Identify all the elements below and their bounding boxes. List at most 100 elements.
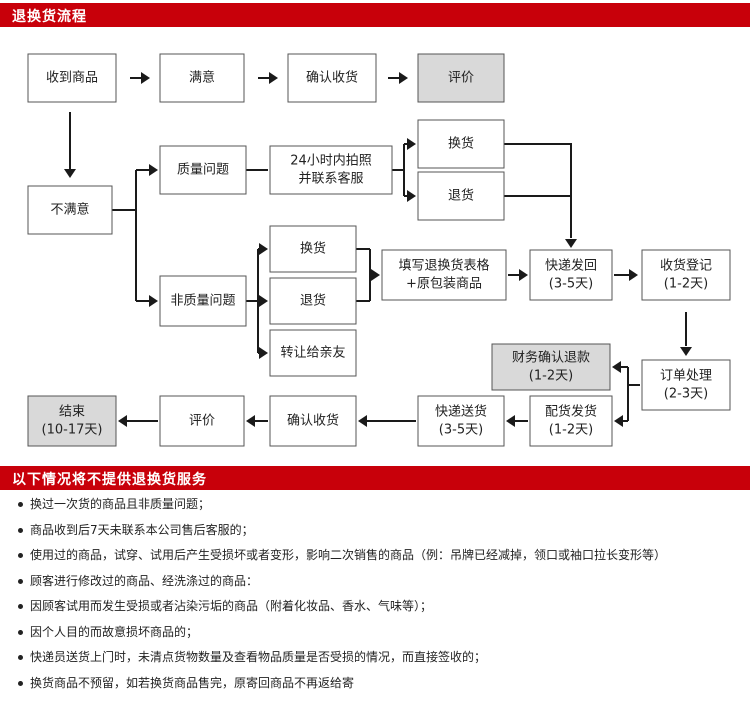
flow-node-box [159,145,247,195]
exclusion-rule: 因顾客试用而发生受损或者沾染污垢的商品（附着化妆品、香水、气味等）； [14,594,666,620]
flow-node-review1: 评价 [417,53,505,103]
flow-node-label: 订单处理 [660,369,712,384]
flow-node-confirm2: 确认收货 [269,395,357,447]
flow-node-box [417,395,505,447]
arrow-left-head [358,415,367,427]
flow-node-label: 确认收货 [306,70,358,86]
arrow-right-head [149,164,158,176]
flow-node-label: 不满意 [50,202,89,218]
return-exchange-flowchart: 收到商品满意确认收货评价不满意质量问题24小时内拍照并联系客服换货退货非质量问题… [27,53,731,447]
flow-node-label: 配货发货 [545,404,597,420]
arrow-right-head [259,243,268,255]
flow-node-box [27,395,117,447]
arrow-right-head [141,72,150,84]
flow-node-register: 收货登记 (1-2天) [641,249,731,301]
flow-node-label: (1-2天) [549,423,593,438]
flow-node-label: 转让给亲友 [280,345,345,361]
flow-node-label: 非质量问题 [170,294,235,309]
flow-node-label: 换货 [300,241,326,257]
flow-node-box [159,53,245,103]
flow-node-deliver: 快递送货 (3-5天) [417,395,505,447]
arrow-left-head [246,415,255,427]
flow-connectors [64,72,692,427]
flow-node-label: 质量问题 [177,163,229,178]
exclusion-rule: 顾客进行修改过的商品、经洗涤过的商品： [14,569,666,595]
flow-node-receive: 收到商品 [27,53,117,103]
exclusions-title: 以下情况将不提供退换货服务 [12,472,207,488]
process-title-banner: 退换货流程 [0,3,750,27]
flow-node-box [529,249,613,301]
flow-node-transfer: 转让给亲友 [269,329,357,377]
arrow-left-head [506,415,515,427]
flow-node-label: 退货 [448,188,474,204]
exclusions-title-banner: 以下情况将不提供退换货服务 [0,466,750,490]
flow-nodes: 收到商品满意确认收货评价不满意质量问题24小时内拍照并联系客服换货退货非质量问题… [27,53,731,447]
exclusion-rule: 快递员送货上门时，未清点货物数量及查看物品质量是否受损的情况，而直接签收的； [14,645,666,671]
arrow-left-head [614,415,623,427]
flow-node-box [529,395,613,447]
flow-node-label: (10-17天) [42,423,103,438]
flow-node-label: (1-2天) [664,277,708,292]
exclusion-rule: 使用过的商品，试穿、试用后产生受损坏或者变形，影响二次销售的商品（例：吊牌已经减… [14,543,666,569]
flow-node-box [269,277,357,325]
flow-node-box [269,329,357,377]
flow-node-box [417,119,505,169]
flow-node-return2: 退货 [269,277,357,325]
flow-node-label: 评价 [448,71,474,86]
flow-node-box [417,53,505,103]
flow-node-refund: 财务确认退款 (1-2天) [491,343,611,391]
arrow-down-head [680,347,692,356]
flow-node-label: (2-3天) [664,387,708,402]
process-title: 退换货流程 [12,9,87,25]
exclusion-rule: 换过一次货的商品且非质量问题； [14,492,666,518]
flow-node-label: +原包装商品 [406,277,482,292]
arrow-right-head [269,72,278,84]
flow-node-label: 确认收货 [287,413,339,429]
flow-node-fillform: 填写退换货表格 +原包装商品 [381,249,507,301]
arrow-right-head [629,269,638,281]
flow-node-box [641,249,731,301]
flow-node-label: 24小时内拍照 [290,153,372,169]
flow-node-label: (3-5天) [439,423,483,438]
flow-node-box [27,185,113,235]
exclusion-rules-list: 换过一次货的商品且非质量问题；商品收到后7天未联系本公司售后客服的；使用过的商品… [14,492,666,696]
flow-node-label: 快递送货 [435,404,487,420]
flow-node-review2: 评价 [159,395,245,447]
exclusion-rule: 换货商品不预留，如若换货商品售完，原寄回商品不再返给寄 [14,671,666,697]
flow-node-label: 结束 [59,405,85,420]
flow-node-label: 填写退换货表格 [398,258,489,274]
flow-node-box [269,225,357,273]
flow-node-label: 评价 [189,414,215,429]
flow-node-label: 收货登记 [660,258,712,274]
flow-node-confirm1: 确认收货 [287,53,377,103]
arrow-right-head [399,72,408,84]
arrow-left-head [612,361,621,373]
arrow-down-head [565,239,577,248]
flow-node-box [417,171,505,221]
flow-node-prepare: 配货发货 (1-2天) [529,395,613,447]
flow-node-exchange2: 换货 [269,225,357,273]
flow-node-box [381,249,507,301]
flow-node-order: 订单处理 (2-3天) [641,359,731,411]
arrow-right-head [259,295,268,307]
arrow-right-head [149,295,158,307]
flow-node-return1: 退货 [417,171,505,221]
flow-node-box [287,53,377,103]
arrow-left-head [118,415,127,427]
flow-node-box [27,53,117,103]
flow-node-label: (3-5天) [549,277,593,292]
flow-node-label: (1-2天) [529,369,573,384]
flow-node-quality: 质量问题 [159,145,247,195]
flow-node-end: 结束 (10-17天) [27,395,117,447]
flow-node-nonquality: 非质量问题 [159,275,247,327]
flow-node-label: 快递发回 [545,258,597,274]
flow-node-label: 财务确认退款 [512,350,590,366]
flow-node-box [641,359,731,411]
flow-node-exchange1: 换货 [417,119,505,169]
flow-node-unsatisfied: 不满意 [27,185,113,235]
flow-node-ship_back: 快递发回 (3-5天) [529,249,613,301]
exclusion-rule: 商品收到后7天未联系本公司售后客服的； [14,518,666,544]
flow-node-label: 退货 [300,293,326,309]
flow-node-label: 换货 [448,136,474,152]
